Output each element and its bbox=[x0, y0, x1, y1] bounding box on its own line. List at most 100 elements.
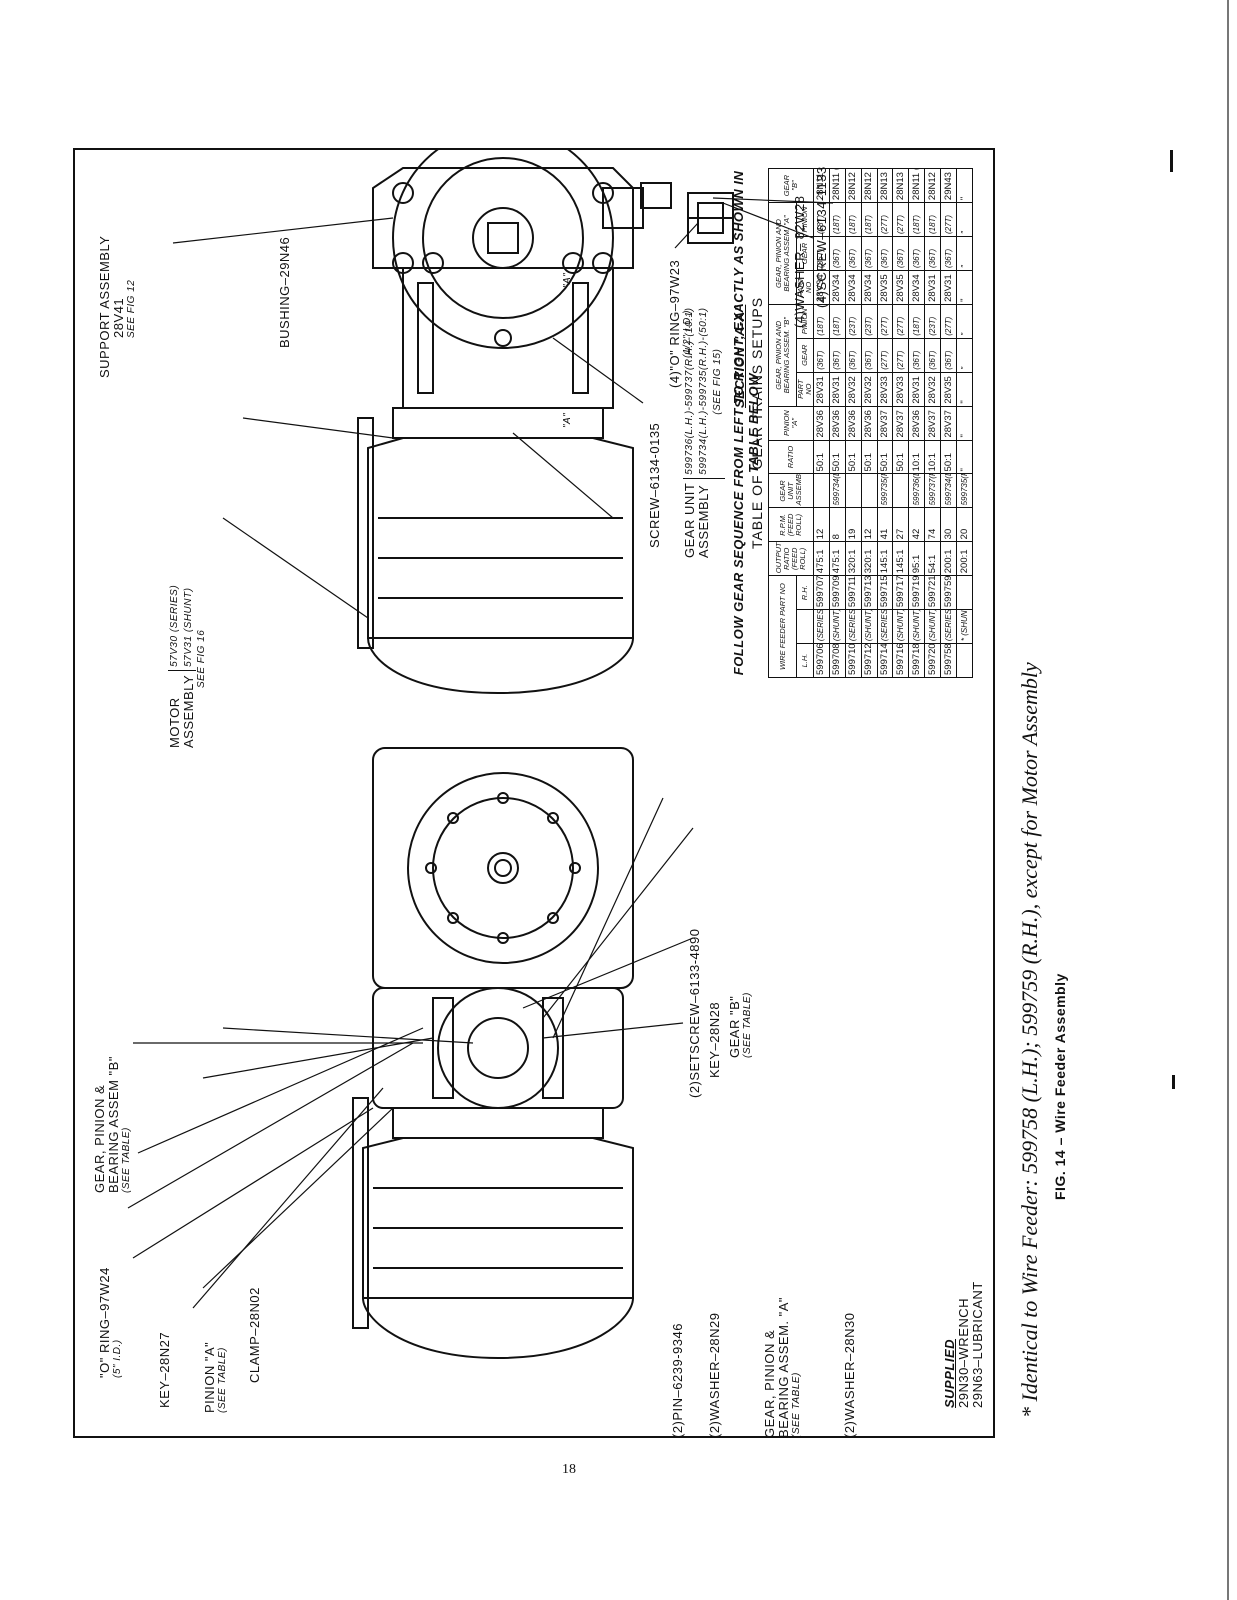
cell-lh: 599712 bbox=[861, 643, 878, 678]
end-view-drawing bbox=[357, 148, 672, 695]
cell-unit: 599734(L.H.) bbox=[940, 473, 957, 508]
th-gear-b: GEAR "B" bbox=[768, 168, 814, 203]
th-a-part: PART NO bbox=[796, 270, 814, 305]
cell-a-gear: " bbox=[956, 236, 973, 271]
label-gear-b: GEAR "B" bbox=[727, 995, 742, 1058]
cell-pinion-a: " bbox=[956, 406, 973, 441]
label-pin: (2)PIN–6239-9346 bbox=[670, 1323, 685, 1438]
cell-lh: 599720 bbox=[924, 643, 941, 678]
cell-ratio: 50:1 bbox=[940, 440, 957, 474]
cell-rpm: 19 bbox=[845, 507, 862, 542]
cell-b-part: 28V32 bbox=[845, 372, 862, 407]
cell-lh: 599718 bbox=[908, 643, 925, 678]
label-gear-pinion-b: GEAR, PINION & bbox=[92, 1084, 107, 1193]
cell-lh: 599714 bbox=[877, 643, 893, 678]
label-gear-b-see: (SEE TABLE) bbox=[742, 992, 753, 1058]
cell-pinion-a: 28V37 (18T) bbox=[924, 406, 941, 441]
cell-a-part: 28V34 bbox=[861, 270, 878, 305]
cell-b-pin: (23T) bbox=[861, 304, 878, 339]
label-oring-97w23: (4)"O" RING–97W23 bbox=[667, 259, 682, 388]
label-key-28n28: KEY–28N28 bbox=[707, 1001, 722, 1078]
label-key-28n27: KEY–28N27 bbox=[157, 1331, 172, 1408]
cell-b-gear: (36T) bbox=[908, 338, 925, 373]
cell-gear-b: 28N12 (31T) bbox=[845, 168, 862, 203]
cell-b-pin: (23T) bbox=[845, 304, 862, 339]
cell-gear-b: 28N12 (31T) bbox=[924, 168, 941, 203]
cell-rh: 599709 bbox=[829, 575, 846, 610]
cell-rh: 599715 bbox=[877, 575, 893, 610]
cell-unit: 599736(L.H.) bbox=[908, 473, 925, 508]
gear-trains-table: WIRE FEEDER PART NO OUTPUT RATIO (FEED R… bbox=[768, 168, 973, 678]
label-screw-0135: SCREW–6134-0135 bbox=[647, 422, 662, 548]
cell-ratio: 10:1 bbox=[908, 440, 925, 474]
cell-a-gear: (36T) bbox=[829, 236, 846, 271]
cell-gear-b: 28N12 (31T) bbox=[861, 168, 878, 203]
th-a-gear: GEAR bbox=[796, 236, 814, 271]
cell-unit bbox=[861, 473, 878, 508]
cell-b-gear: (27T) bbox=[877, 338, 893, 373]
cell-out: 145:1 bbox=[892, 541, 909, 576]
label-oring-97w23-id: (1/2" I.D.) bbox=[682, 310, 693, 358]
cell-a-gear: (36T) bbox=[908, 236, 925, 271]
cell-b-pin: (27T) bbox=[940, 304, 957, 339]
cell-b-pin: (18T) bbox=[813, 304, 830, 339]
label-pinion-a: PINION "A" bbox=[202, 1341, 217, 1413]
cell-b-pin: (18T) bbox=[908, 304, 925, 339]
cell-a-pin: (18T) bbox=[924, 202, 941, 237]
cell-a-pin: (18T) bbox=[861, 202, 878, 237]
cell-a-part: 28V34 bbox=[845, 270, 862, 305]
margin-mark bbox=[1170, 150, 1173, 172]
cell-a-gear: (36T) bbox=[861, 236, 878, 271]
cell-a-gear: (36T) bbox=[940, 236, 957, 271]
cell-b-part: " bbox=[956, 372, 973, 407]
cell-ratio: 50:1 bbox=[845, 440, 862, 474]
cell-type: (SHUNT) bbox=[924, 609, 941, 644]
cell-rpm: 20 bbox=[956, 507, 973, 542]
cell-b-pin: (23T) bbox=[924, 304, 941, 339]
cell-ratio: 50:1 bbox=[829, 440, 846, 474]
label-motor: MOTOR bbox=[167, 697, 182, 748]
label-gear-unit-rh: 599734(L.H.)-599735(R.H.)-(50:1) bbox=[698, 307, 709, 475]
cell-rpm: 30 bbox=[940, 507, 957, 542]
margin-mark bbox=[1172, 1075, 1175, 1089]
cell-rh: 599717 bbox=[892, 575, 909, 610]
cell-ratio: 50:1 bbox=[861, 440, 878, 474]
cell-pinion-a: 28V36 (16T) bbox=[861, 406, 878, 441]
label-setscrew: (2)SETSCREW–6133-4890 bbox=[687, 928, 702, 1098]
cell-rpm: 8 bbox=[829, 507, 846, 542]
cell-pinion-a: 28V36 (16T) bbox=[829, 406, 846, 441]
cell-unit bbox=[813, 473, 830, 508]
th-gpb-b: GEAR, PINION AND BEARING ASSEM. "B" bbox=[768, 304, 797, 407]
label-supplied-wrench: 29N30–WRENCH bbox=[956, 1297, 971, 1408]
cell-rpm: 74 bbox=[924, 507, 941, 542]
cell-rpm: 12 bbox=[861, 507, 878, 542]
cell-ratio: 10:1 bbox=[924, 440, 941, 474]
cell-a-part: 28V31 bbox=[924, 270, 941, 305]
cell-rpm: 41 bbox=[877, 507, 893, 542]
label-gear-unit-assembly: ASSEMBLY bbox=[696, 484, 711, 558]
th-output-ratio: OUTPUT RATIO (FEED ROLL) bbox=[768, 541, 814, 576]
cell-a-part: 28V34 bbox=[813, 270, 830, 305]
cell-b-gear: " bbox=[956, 338, 973, 373]
label-gear-pinion-a: GEAR, PINION & bbox=[762, 1329, 777, 1438]
cell-out: 475:1 bbox=[813, 541, 830, 576]
cell-out: 475:1 bbox=[829, 541, 846, 576]
label-oring-97w24: "O" RING–97W24 bbox=[97, 1267, 112, 1378]
cell-pinion-a: 28V37 (18T) bbox=[877, 406, 893, 441]
cell-a-pin: (27T) bbox=[877, 202, 893, 237]
cell-ratio: 50:1 bbox=[892, 440, 909, 474]
label-oring-97w24-id: (5" I.D.) bbox=[112, 1339, 123, 1378]
cell-ratio: 50:1 bbox=[877, 440, 893, 474]
th-a-pinion: PINION bbox=[796, 202, 814, 237]
cell-a-pin: (18T) bbox=[845, 202, 862, 237]
cell-out: 320:1 bbox=[845, 541, 862, 576]
cell-rh: 599707 bbox=[813, 575, 830, 610]
table-title: TABLE OF GEAR TRAINS SETUPS bbox=[749, 296, 765, 550]
cell-a-gear: (36T) bbox=[845, 236, 862, 271]
label-gear-unit-see: (SEE FIG 15) bbox=[712, 348, 723, 415]
